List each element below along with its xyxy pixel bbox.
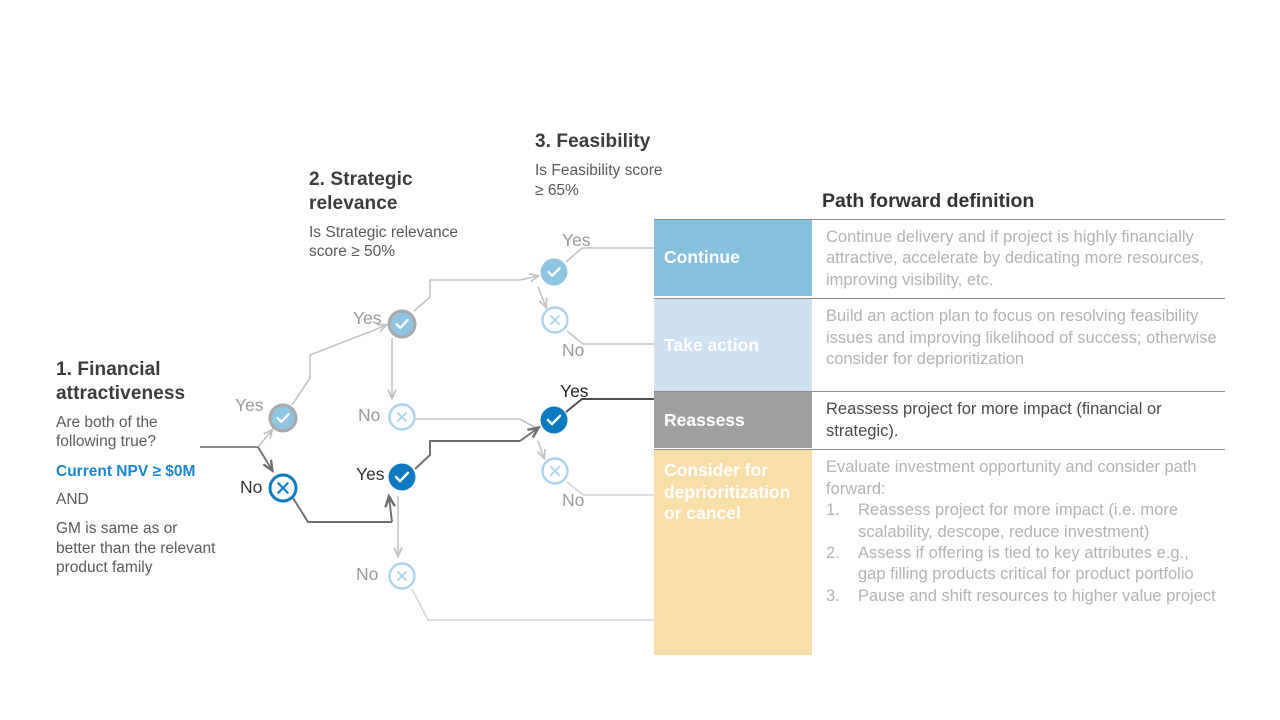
panel-divider-3 (654, 449, 1225, 451)
stage-1-title: 1. Financial attractiveness (56, 359, 186, 404)
path-row-reassess[interactable]: Reassess Reassess project for more impac… (654, 392, 1226, 449)
path-tag-consider: Consider for deprioritization or cancel (654, 450, 812, 656)
stage-2-title: 2. Strategic relevance (309, 169, 413, 214)
path-row-consider[interactable]: Consider for deprioritization or cancel … (654, 450, 1226, 656)
consider-list-item-number: 2. (826, 543, 840, 562)
path-desc-consider-intro: Evaluate investment opportunity and cons… (826, 458, 1197, 498)
path-desc-continue: Continue delivery and if project is high… (826, 228, 1204, 289)
node-s3-active-yes-check-icon[interactable] (540, 406, 568, 434)
edge-s1-yes (257, 430, 272, 448)
path-desc-consider: Evaluate investment opportunity and cons… (812, 450, 1226, 655)
edge-s2yes-to-s3 (413, 276, 538, 312)
node-s3-bottom-no-cross-icon[interactable] (541, 457, 569, 485)
branch-label-s1-yes: Yes (235, 395, 264, 415)
consider-list-item-text: Assess if offering is tied to key attrib… (858, 543, 1194, 584)
edge-s1no-to-s2yes-active (292, 497, 392, 523)
branch-label-s2-bottom-no: No (356, 564, 379, 584)
edge-s1-no (257, 446, 272, 470)
branch-label-s3-top-no: No (562, 340, 585, 360)
stage-2-question: Is Strategic relevance score ≥ 50% (309, 223, 459, 261)
path-desc-consider-list: 1. Reassess project for more impact (i.e.… (826, 500, 1218, 607)
path-desc-reassess: Reassess project for more impact (financ… (826, 400, 1162, 440)
node-s1-yes-check-icon[interactable] (268, 403, 298, 433)
branch-label-s3-bottom-yes: Yes (560, 381, 589, 401)
stage-1-criterion-npv: Current NPV ≥ $0M (56, 463, 196, 481)
stage-strategic-relevance: 2. Strategic relevance Is Strategic rele… (309, 168, 484, 262)
panel-divider-2 (654, 391, 1225, 393)
branch-label-s3-bottom-no: No (562, 490, 585, 510)
path-tag-continue: Continue (654, 220, 812, 296)
node-s2-no-cross-icon[interactable] (388, 403, 416, 431)
node-s3-no-cross-icon[interactable] (541, 306, 569, 334)
path-row-continue[interactable]: Continue Continue delivery and if projec… (654, 220, 1226, 298)
branch-label-s2-yes: Yes (353, 308, 382, 328)
stage-3-title: 3. Feasibility (535, 131, 651, 152)
consider-list-item-number: 1. (826, 501, 840, 520)
node-s2-bottom-no-cross-icon[interactable] (388, 562, 416, 590)
consider-list-item: 1. Reassess project for more impact (i.e.… (826, 500, 1218, 543)
edge-s2no-to-s3-pair (414, 418, 537, 429)
consider-list-item-text: Reassess project for more impact (i.e. m… (858, 501, 1179, 541)
branch-label-s2-bottom-yes: Yes (356, 464, 385, 484)
consider-list-item: 3. Pause and shift resources to higher va… (826, 586, 1218, 607)
node-s3-yes-check-icon[interactable] (540, 258, 568, 286)
edge-s3-upper-split-no (537, 286, 546, 307)
path-forward-panel: Path forward definition Continue Continu… (654, 190, 1226, 656)
edge-s2no-to-consider (411, 588, 654, 621)
stage-financial-attractiveness: 1. Financial attractiveness Are both of … (56, 358, 216, 578)
panel-divider-top (654, 219, 1225, 220)
node-s1-no-cross-icon[interactable] (268, 473, 298, 503)
edge-s2bottom-to-s3-active (414, 428, 538, 470)
branch-label-s3-top-yes: Yes (562, 230, 591, 250)
consider-list-item-number: 3. (826, 586, 840, 605)
panel-header: Path forward definition (822, 190, 1035, 212)
stage-feasibility: 3. Feasibility Is Feasibility score ≥ 65… (535, 130, 665, 200)
stage-1-question: Are both of the following true? (56, 413, 158, 451)
stage-1-conjunction: AND (56, 490, 89, 508)
stage-1-description: Are both of the following true? Current … (56, 413, 216, 579)
stage-1-criterion-gm: GM is same as or better than the relevan… (56, 519, 216, 577)
node-s2-yes-check-icon[interactable] (387, 309, 417, 339)
edge-s1yes-to-s2 (291, 325, 386, 406)
path-desc-take-action: Build an action plan to focus on resolvi… (826, 307, 1217, 369)
path-row-take-action[interactable]: Take action Build an action plan to focu… (654, 299, 1226, 392)
edge-s3-lower-split-no (538, 440, 544, 458)
branch-label-s2-top-no: No (358, 405, 381, 425)
consider-list-item-text: Pause and shift resources to higher valu… (858, 586, 1216, 605)
node-s2-active-yes-check-icon[interactable] (388, 463, 416, 491)
path-tag-take-action: Take action (654, 299, 812, 392)
stage-3-question: Is Feasibility score ≥ 65% (535, 161, 663, 199)
branch-label-s1-no: No (240, 477, 263, 497)
path-tag-reassess: Reassess (654, 392, 812, 449)
consider-list-item: 2. Assess if offering is tied to key attr… (826, 543, 1218, 586)
panel-divider-1 (654, 298, 1225, 300)
